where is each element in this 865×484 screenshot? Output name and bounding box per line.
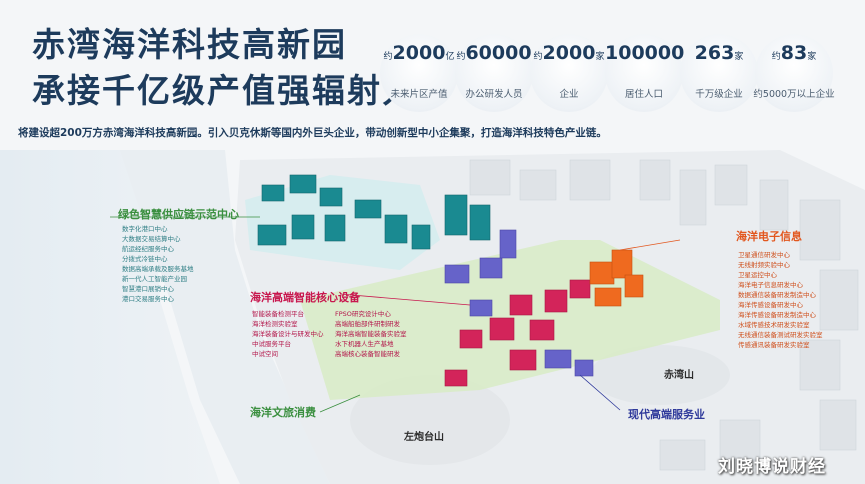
zone-title-electronics: 海洋电子信息 [736, 230, 802, 243]
zone-list-equipment-col2: FPSO研究设计中心 高端船舶部件研制研发 海洋高端智能装备实验室 水下机器人生… [335, 309, 407, 359]
chiwan-hill [590, 345, 730, 405]
list-item: 无线通信装备测试研发实验室 [738, 331, 823, 339]
list-item: 数字化港口中心 [122, 225, 168, 233]
stat-output-value: 约2000亿 未来片区产值 [380, 34, 458, 112]
list-item: 航运经纪服务中心 [122, 245, 174, 253]
list-item: 卫星通信研发中心 [738, 251, 790, 259]
list-item: FPSO研究设计中心 [335, 310, 391, 318]
list-item: 水下机器人生产基地 [335, 340, 394, 348]
stat-ten-million-firms: 263家 千万级企业 [680, 34, 758, 112]
page-title-line2: 承接千亿级产值强辐射力 [32, 71, 417, 110]
zone-title-tourism: 海洋文旅消费 [250, 406, 316, 419]
list-item: 中试服务平台 [252, 340, 291, 348]
list-item: 海洋电子信息研发中心 [738, 281, 803, 289]
purple-buildings [444, 229, 594, 377]
list-item: 海洋检测实验室 [252, 320, 298, 328]
sea-area [0, 150, 220, 484]
list-item: 新一代人工智能产业园 [122, 275, 187, 283]
zone-list-equipment-col1: 智能装备检测平台 海洋检测实验室 海洋装备设计与研发中心 中试服务平台 中试空间 [252, 309, 324, 359]
pink-buildings [444, 279, 591, 387]
stat-fifty-million-firms: 约83家 约5000万以上企业 [753, 34, 835, 112]
zone-list-supply: 数字化港口中心 大数据交易结算中心 航运经纪服务中心 分拨式冷链中心 数据高端承… [122, 224, 194, 304]
supply-buildings [257, 174, 491, 250]
list-item: 海洋装备设计与研发中心 [252, 330, 324, 338]
list-item: 大数据交易结算中心 [122, 235, 181, 243]
zone-title-services: 现代高端服务业 [628, 408, 705, 421]
zuopaotai-hill [350, 375, 510, 465]
stat-residents: 100000 居住人口 [605, 34, 684, 112]
zone-title-supply: 绿色智慧供应链示范中心 [118, 208, 239, 221]
list-item: 港口交易服务中心 [122, 295, 174, 303]
place-label-zuopaotai-mountain: 左炮台山 [404, 432, 444, 443]
list-item: 海洋高端智能装备实验室 [335, 330, 407, 338]
list-item: 中试空间 [252, 350, 278, 358]
list-item: 数据高端承载及服务基地 [122, 265, 194, 273]
zone-list-electronics: 卫星通信研发中心 无线射频实验中心 卫星运控中心 海洋电子信息研发中心 数据通信… [738, 250, 823, 350]
list-item: 数据通信装备研发制造中心 [738, 291, 816, 299]
city-blocks [469, 159, 859, 471]
coast-strip [120, 150, 330, 484]
zone-title-equipment: 海洋高端智能核心设备 [250, 291, 360, 304]
list-item: 水域传感技术研发实验室 [738, 321, 810, 329]
list-item: 智能装备检测平台 [252, 310, 304, 318]
watermark: 刘晓博说财经 [718, 457, 826, 477]
callout-lines [110, 216, 681, 413]
list-item: 高端核心装备智能研发 [335, 350, 400, 358]
page-title-line1: 赤湾海洋科技高新园 [32, 25, 347, 64]
list-item: 海洋传感设备研发制造中心 [738, 311, 816, 319]
list-item: 高端船舶部件研制研发 [335, 320, 400, 328]
intro-text: 将建设超200万方赤湾海洋科技高新园。引入贝克休斯等国内外巨头企业，带动创新型中… [18, 127, 607, 139]
orange-buildings [589, 249, 644, 307]
place-label-chiwan-mountain: 赤湾山 [664, 370, 694, 381]
stat-enterprises: 约2000家 企业 [530, 34, 608, 112]
list-item: 分拨式冷链中心 [122, 255, 168, 263]
stat-rd-staff: 约60000 办公研发人员 [455, 34, 533, 112]
list-item: 卫星运控中心 [738, 271, 777, 279]
list-item: 海洋传感设备研发中心 [738, 301, 803, 309]
list-item: 智慧港口展销中心 [122, 285, 174, 293]
list-item: 无线射频实验中心 [738, 261, 790, 269]
list-item: 传感通讯装备研发实验室 [738, 341, 810, 349]
